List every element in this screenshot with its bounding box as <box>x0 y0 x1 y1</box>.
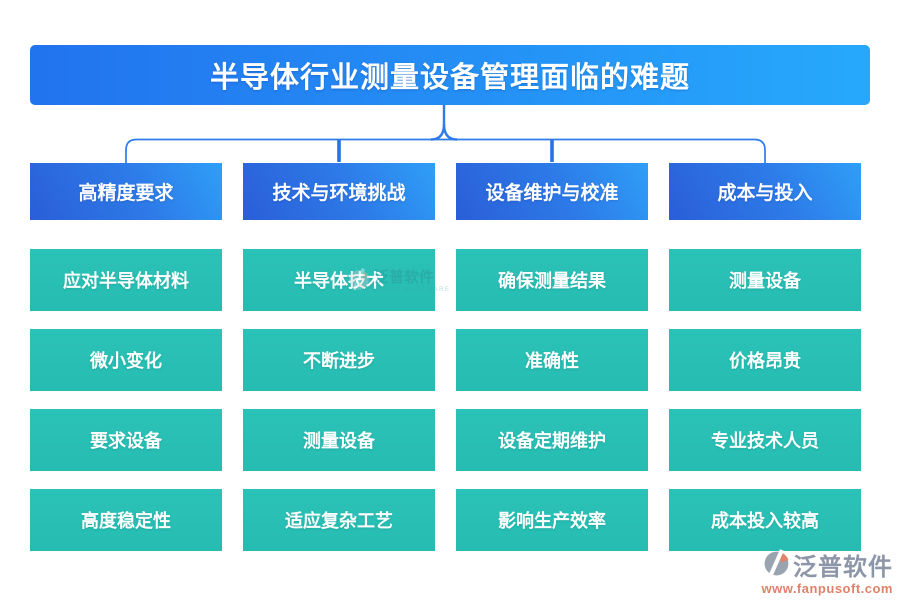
item-box: 高度稳定性 <box>30 489 222 551</box>
item-box: 要求设备 <box>30 409 222 471</box>
column-header: 设备维护与校准 <box>456 163 648 220</box>
item-box: 测量设备 <box>669 249 861 311</box>
footer-url: www.fanpusoft.com <box>761 581 893 596</box>
column-header: 成本与投入 <box>669 163 861 220</box>
column-tech-environment: 技术与环境挑战 半导体技术 不断进步 测量设备 适应复杂工艺 <box>243 163 435 551</box>
item-box: 不断进步 <box>243 329 435 391</box>
diagram-title-bar: 半导体行业测量设备管理面临的难题 <box>30 45 870 105</box>
item-box: 影响生产效率 <box>456 489 648 551</box>
item-box: 价格昂贵 <box>669 329 861 391</box>
fanpu-logo-icon <box>762 548 791 582</box>
footer-brand-name: 泛普软件 <box>793 554 893 581</box>
item-box: 设备定期维护 <box>456 409 648 471</box>
footer-brand-block: 泛普软件 www.fanpusoft.com <box>761 547 893 596</box>
item-box: 半导体技术 <box>243 249 435 311</box>
column-maintenance-calibration: 设备维护与校准 确保测量结果 准确性 设备定期维护 影响生产效率 <box>456 163 648 551</box>
item-box: 应对半导体材料 <box>30 249 222 311</box>
item-box: 测量设备 <box>243 409 435 471</box>
item-box: 确保测量结果 <box>456 249 648 311</box>
column-cost-investment: 成本与投入 测量设备 价格昂贵 专业技术人员 成本投入较高 <box>669 163 861 551</box>
column-header: 技术与环境挑战 <box>243 163 435 220</box>
columns-container: 高精度要求 应对半导体材料 微小变化 要求设备 高度稳定性 技术与环境挑战 半导… <box>30 163 861 551</box>
item-box: 适应复杂工艺 <box>243 489 435 551</box>
item-box: 准确性 <box>456 329 648 391</box>
page-title: 半导体行业测量设备管理面临的难题 <box>209 62 690 94</box>
item-box: 微小变化 <box>30 329 222 391</box>
item-box: 专业技术人员 <box>669 409 861 471</box>
item-box: 成本投入较高 <box>669 489 861 551</box>
column-high-precision: 高精度要求 应对半导体材料 微小变化 要求设备 高度稳定性 <box>30 163 222 551</box>
column-header: 高精度要求 <box>30 163 222 220</box>
